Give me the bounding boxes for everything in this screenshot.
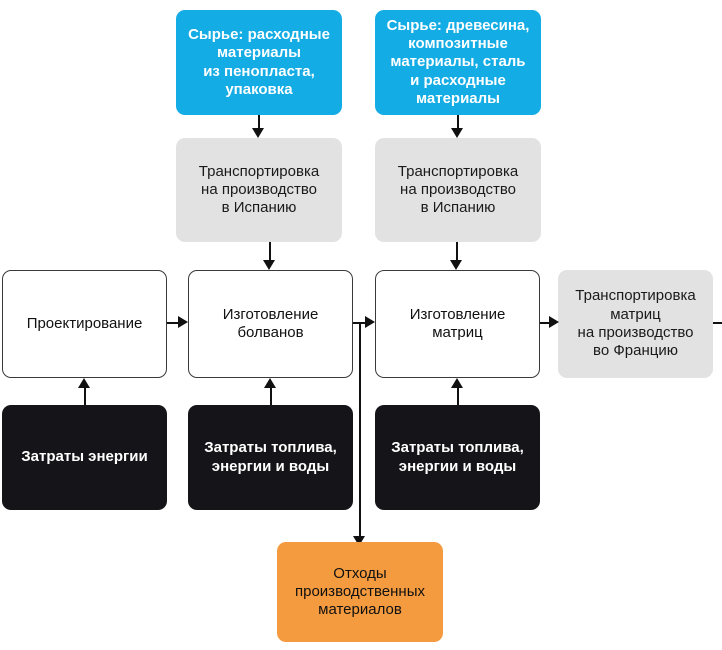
edge-fuel-left-to-plugs (270, 385, 272, 405)
node-fuel-energy-water-costs-left: Затраты топлива, энергии и воды (188, 405, 353, 510)
edge-energy-to-design (84, 385, 86, 405)
arrowhead-fuel-left-to-plugs (264, 378, 276, 388)
edge-design-to-plugs (167, 322, 180, 324)
node-production-waste: Отходы производственных материалов (277, 542, 443, 642)
node-raw-materials-foam: Сырье: расходные материалы из пенопласта… (176, 10, 342, 115)
node-fuel-energy-water-costs-right: Затраты топлива, энергии и воды (375, 405, 540, 510)
edge-plugs-to-waste (359, 322, 361, 541)
arrowhead-design-to-plugs (178, 316, 188, 328)
node-energy-costs: Затраты энергии (2, 405, 167, 510)
edge-transport-right-to-molds (456, 242, 458, 263)
edge-fuel-right-to-molds (457, 385, 459, 405)
node-make-molds: Изготовление матриц (375, 270, 540, 378)
arrowhead-energy-to-design (78, 378, 90, 388)
node-transport-molds-france: Транспортировка матриц на производство в… (558, 270, 713, 378)
edge-transport-france-continues (713, 322, 722, 324)
arrowhead-molds-to-transport-france (549, 316, 559, 328)
arrowhead-plugs-to-waste (353, 536, 365, 546)
node-raw-materials-wood: Сырье: древесина, композитные материалы,… (375, 10, 541, 115)
arrowhead-plugs-to-molds (365, 316, 375, 328)
edge-wood-to-transport-right (457, 115, 459, 130)
edge-foam-to-transport-left (258, 115, 260, 130)
node-transport-spain-left: Транспортировка на производство в Испани… (176, 138, 342, 242)
edge-molds-to-transport-france (540, 322, 552, 324)
edge-transport-left-to-plugs (269, 242, 271, 263)
arrowhead-fuel-right-to-molds (451, 378, 463, 388)
arrowhead-foam-to-transport-left (252, 128, 264, 138)
node-design: Проектирование (2, 270, 167, 378)
arrowhead-transport-left-to-plugs (263, 260, 275, 270)
node-transport-spain-right: Транспортировка на производство в Испани… (375, 138, 541, 242)
node-make-plugs: Изготовление болванов (188, 270, 353, 378)
arrowhead-wood-to-transport-right (451, 128, 463, 138)
arrowhead-transport-right-to-molds (450, 260, 462, 270)
